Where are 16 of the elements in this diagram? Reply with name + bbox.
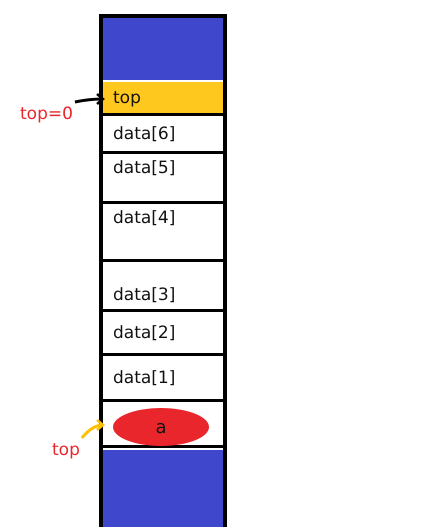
cell-text: top [113,88,141,108]
cell-text: data[2] [113,322,176,342]
element-ellipse: a [113,408,209,446]
stack-end-block [103,18,223,80]
stack-top-cell [103,82,223,116]
stack-end-block [103,450,223,527]
cell-text: data[3] [113,285,176,305]
cell-text: data[4] [113,208,176,228]
arrow [74,92,104,106]
cell-text: data[6] [113,124,176,144]
cell-text: data[5] [113,158,176,178]
pointer-label: top=0 [20,104,73,124]
cell-text: data[1] [113,368,176,388]
pointer-label: top [52,440,80,460]
stack-column [99,14,227,527]
arrow [80,419,104,439]
